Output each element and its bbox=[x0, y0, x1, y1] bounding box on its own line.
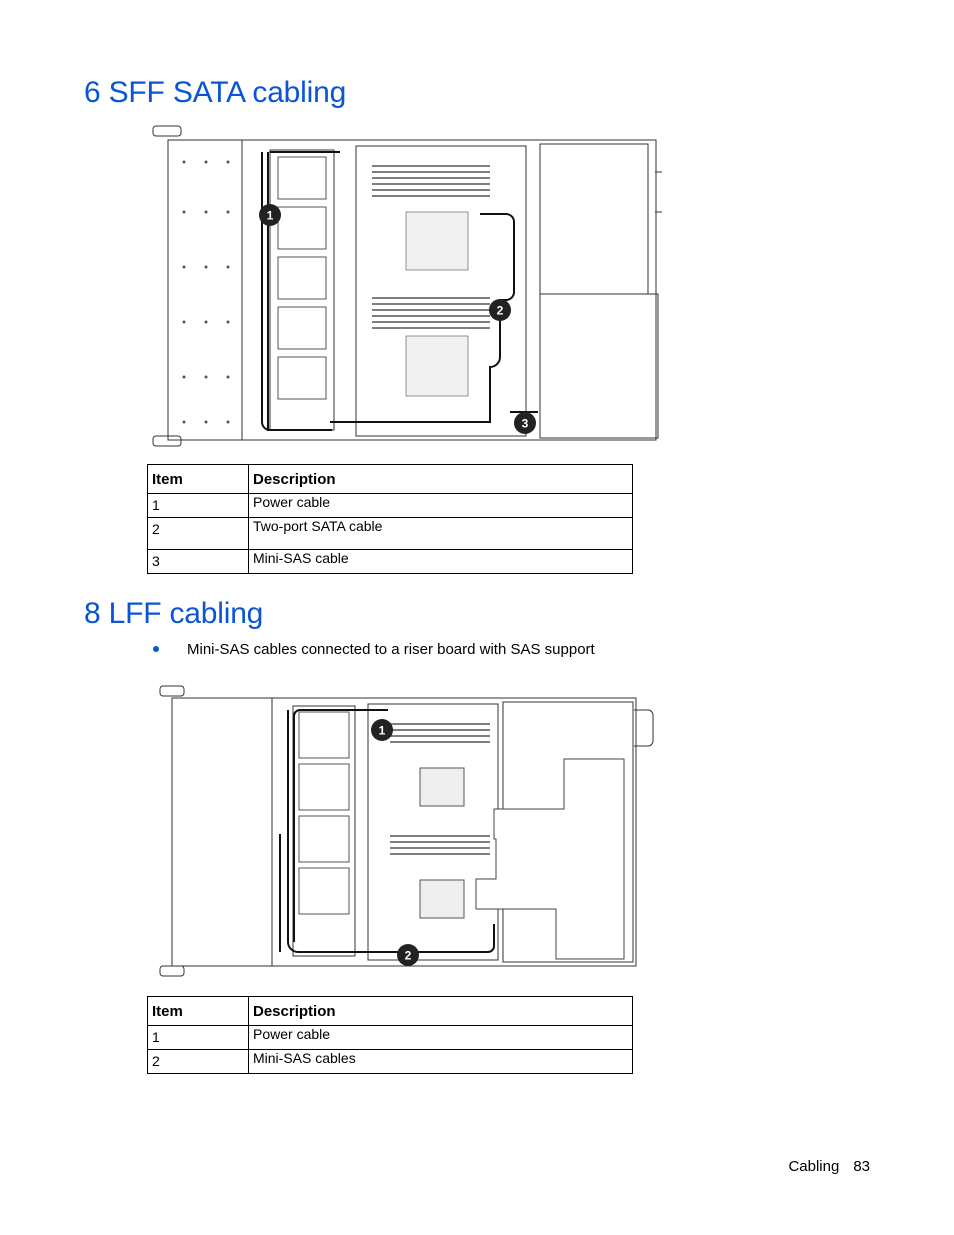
lff-item-table: Item Description 1 Power cable 2 Mini-SA… bbox=[147, 996, 633, 1074]
sff-sata-item-table: Item Description 1 Power cable 2 Two-por… bbox=[147, 464, 633, 574]
table-row: 1 Power cable bbox=[147, 1025, 633, 1050]
item-number: 2 bbox=[147, 1049, 249, 1074]
callout-2: 2 bbox=[397, 944, 419, 966]
footer-section: Cabling bbox=[788, 1158, 840, 1175]
sff-sata-cabling-diagram: 1 2 3 bbox=[152, 125, 662, 447]
lff-cabling-diagram: 1 2 bbox=[159, 685, 654, 977]
page-footer: Cabling 83 bbox=[774, 1158, 870, 1175]
callout-1: 1 bbox=[259, 204, 281, 226]
section-title-sff-sata: 6 SFF SATA cabling bbox=[84, 76, 347, 109]
table-row: 3 Mini-SAS cable bbox=[147, 549, 633, 574]
svg-text:1: 1 bbox=[379, 724, 386, 738]
item-description: Power cable bbox=[248, 1025, 633, 1050]
svg-text:3: 3 bbox=[522, 417, 529, 431]
callout-2: 2 bbox=[489, 299, 511, 321]
item-description: Power cable bbox=[248, 493, 633, 518]
svg-text:1: 1 bbox=[267, 209, 274, 223]
item-number: 1 bbox=[147, 493, 249, 518]
table-header-description: Description bbox=[248, 996, 633, 1026]
section-title-lff: 8 LFF cabling bbox=[84, 597, 264, 630]
item-description: Mini-SAS cable bbox=[248, 549, 633, 574]
bullet-text: Mini-SAS cables connected to a riser boa… bbox=[187, 641, 595, 658]
item-number: 1 bbox=[147, 1025, 249, 1050]
callout-3: 3 bbox=[514, 412, 536, 434]
item-number: 2 bbox=[147, 517, 249, 550]
svg-text:2: 2 bbox=[405, 949, 412, 963]
item-description: Mini-SAS cables bbox=[248, 1049, 633, 1074]
page-number: 83 bbox=[853, 1158, 870, 1175]
item-number: 3 bbox=[147, 549, 249, 574]
table-header-description: Description bbox=[248, 464, 633, 494]
table-row: 1 Power cable bbox=[147, 493, 633, 518]
bullet-icon bbox=[153, 646, 159, 652]
svg-text:2: 2 bbox=[497, 304, 504, 318]
table-header-item: Item bbox=[147, 996, 249, 1026]
table-row: 2 Mini-SAS cables bbox=[147, 1049, 633, 1074]
table-row: 2 Two-port SATA cable bbox=[147, 517, 633, 550]
table-header-item: Item bbox=[147, 464, 249, 494]
item-description: Two-port SATA cable bbox=[248, 517, 633, 550]
callout-1: 1 bbox=[371, 719, 393, 741]
